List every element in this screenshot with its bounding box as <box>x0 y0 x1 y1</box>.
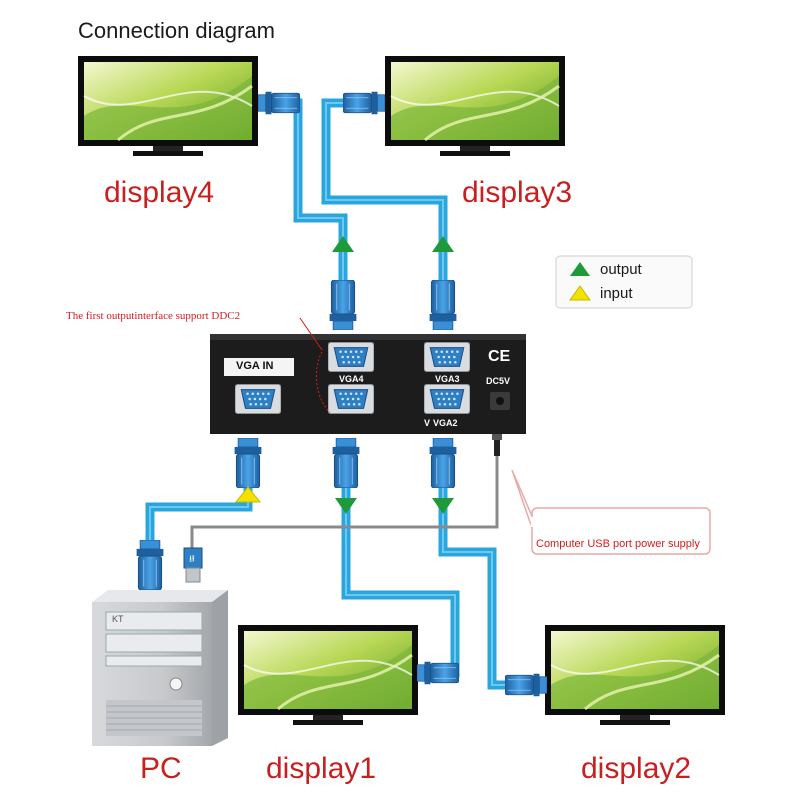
legend-input-label: input <box>600 285 633 302</box>
legend-output-label: output <box>600 261 642 278</box>
cable-display3 <box>321 98 448 292</box>
port-vga3 <box>424 342 470 372</box>
cable-usb-power <box>190 454 499 555</box>
cable-display2 <box>438 484 509 690</box>
vga-plug-in <box>234 438 262 488</box>
diagram-title: Connection diagram <box>78 18 275 43</box>
output-arrow-display2 <box>432 498 454 514</box>
vga-plug-display3 <box>343 91 385 115</box>
vga-plug-out2 <box>429 438 457 488</box>
power-callout <box>511 469 711 555</box>
cables <box>145 98 509 690</box>
port-vga2 <box>424 384 470 414</box>
label-display1: display1 <box>266 752 377 785</box>
output-arrow-display3 <box>432 236 454 252</box>
output-arrow-display1 <box>335 498 357 514</box>
label-pc: PC <box>140 752 182 785</box>
monitor-display4 <box>78 56 258 156</box>
monitor-display1 <box>238 625 418 725</box>
splitter-vga3-label: VGA3 <box>435 374 460 384</box>
legend-output-swatch <box>570 262 590 276</box>
vga-plug-out4 <box>329 280 357 330</box>
legend <box>555 255 693 309</box>
ce-mark: CE <box>488 348 511 365</box>
vga-splitter <box>210 334 526 434</box>
pc-brand-label: KT <box>112 614 124 624</box>
input-arrow-pc <box>234 486 262 503</box>
splitter-vga2-label: VGA2 <box>433 418 458 428</box>
vga-plug-out3 <box>429 280 457 330</box>
monitor-display2 <box>545 625 725 725</box>
port-vga-in <box>235 384 281 414</box>
label-display2: display2 <box>581 752 692 785</box>
port-vga1 <box>328 384 374 414</box>
label-display3: display3 <box>462 176 573 209</box>
vga-plug-display1 <box>417 661 459 685</box>
vga-plug-out1 <box>332 438 360 488</box>
vga-plug-display2 <box>505 673 547 697</box>
vga-plug-display4 <box>258 91 300 115</box>
vga-in-label-plate <box>224 358 294 376</box>
ddc2-leader-line <box>299 317 323 351</box>
usb-plug-pc: ⭿ <box>183 547 203 583</box>
label-display4: display4 <box>104 176 215 209</box>
pc-tower <box>92 590 228 746</box>
vga-plug-pc <box>136 540 164 590</box>
cable-pc-input <box>145 486 253 545</box>
splitter-vga1-prefix: V <box>424 418 431 428</box>
monitor-display3 <box>385 56 565 156</box>
power-note: Computer USB port power supply <box>536 538 700 550</box>
splitter-vga-in-label: VGA IN <box>236 360 274 372</box>
svg-text:⭿: ⭿ <box>189 555 195 565</box>
splitter-dc-label: DC5V <box>486 376 511 386</box>
splitter-vga4-label: VGA4 <box>339 374 364 384</box>
ddc2-note: The first outputinterface support DDC2 <box>66 310 241 322</box>
port-vga4 <box>328 342 374 372</box>
legend-input-swatch <box>569 285 591 301</box>
dc-power-plug <box>492 432 502 456</box>
ddc2-highlight <box>316 351 331 413</box>
output-arrow-display4 <box>332 236 354 252</box>
